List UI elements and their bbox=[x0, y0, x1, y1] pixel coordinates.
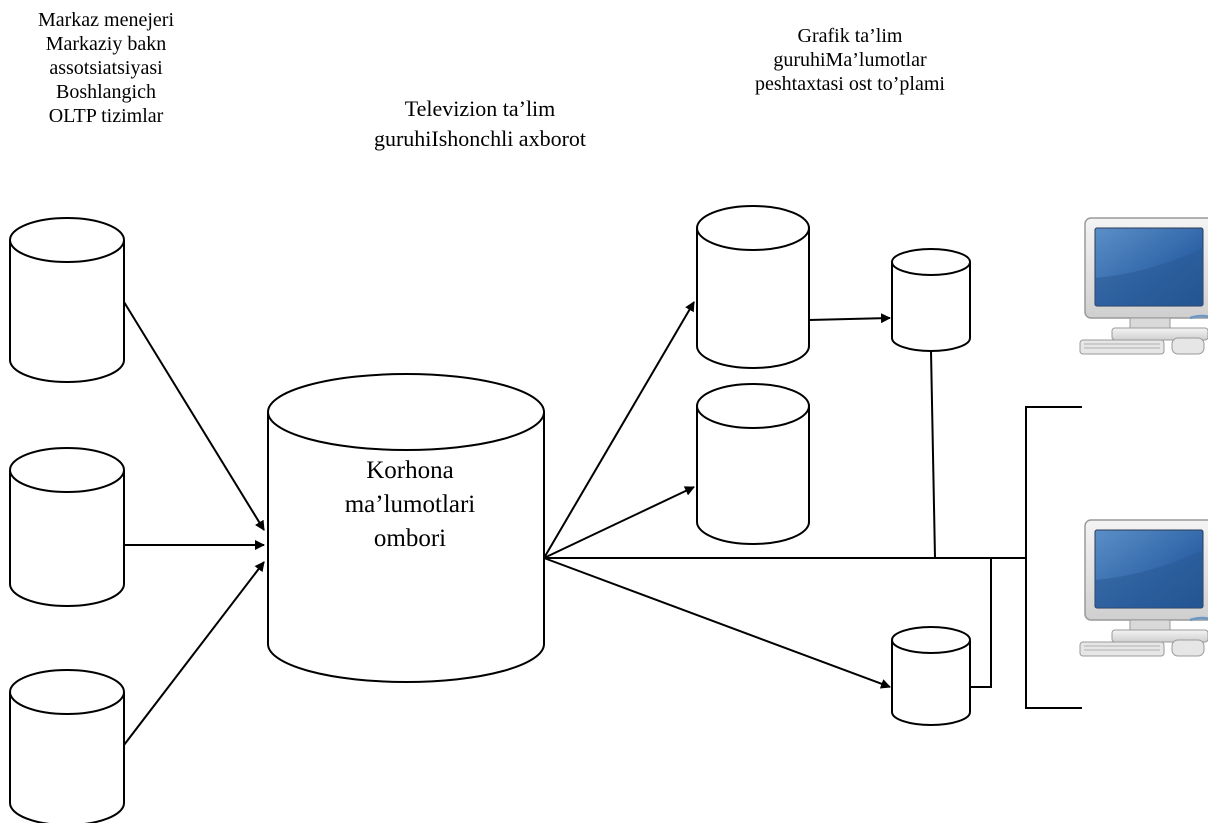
submart-db-bottom bbox=[891, 626, 971, 726]
warehouse-label: Korhona ma’lumotlari ombori bbox=[300, 454, 520, 556]
caption-line: Boshlangich bbox=[56, 81, 156, 103]
computer-icon bbox=[1079, 519, 1208, 657]
caption-line: guruhiMa’lumotlar bbox=[773, 49, 927, 71]
warehouse-label-line: ma’lumotlari bbox=[344, 491, 476, 518]
enterprise-data-warehouse bbox=[267, 373, 545, 683]
arrow-warehouse-submart-bottom bbox=[543, 557, 891, 689]
computer-icon bbox=[1079, 217, 1208, 355]
arrow-source3-warehouse bbox=[123, 561, 265, 746]
tv-group-caption: Televizion ta’lim guruhiIshonchli axboro… bbox=[320, 94, 640, 154]
submart-top-connector bbox=[930, 350, 936, 559]
caption-line: peshtaxtasi ost to’plami bbox=[755, 73, 945, 95]
source-db-3 bbox=[9, 669, 125, 823]
arrow-source1-warehouse bbox=[123, 301, 265, 531]
caption-line: guruhiIshonchli axborot bbox=[373, 126, 587, 151]
arrow-warehouse-mart-top bbox=[543, 301, 695, 559]
source-db-2 bbox=[9, 447, 125, 607]
caption-line: assotsiatsiyasi bbox=[49, 57, 163, 79]
caption-line: Grafik ta’lim bbox=[797, 25, 903, 47]
graphic-group-caption: Grafik ta’lim guruhiMa’lumotlar peshtaxt… bbox=[690, 24, 1010, 96]
submart-bottom-connector bbox=[970, 558, 992, 688]
caption-line: OLTP tizimlar bbox=[48, 105, 164, 127]
arrow-mart-top-submart bbox=[808, 313, 891, 324]
source-db-1 bbox=[9, 217, 125, 383]
caption-line: Televizion ta’lim bbox=[404, 96, 556, 121]
mart-db-top bbox=[696, 205, 810, 369]
workstation-bracket bbox=[1025, 406, 1082, 709]
warehouse-label-line: Korhona bbox=[366, 457, 454, 484]
sources-caption: Markaz menejeri Markaziy bakn assotsiats… bbox=[0, 8, 212, 128]
arrow-warehouse-mart-middle bbox=[543, 486, 695, 559]
submart-db-top bbox=[891, 248, 971, 352]
caption-line: Markaz menejeri bbox=[37, 9, 175, 31]
warehouse-label-line: ombori bbox=[373, 525, 447, 552]
caption-line: Markaziy bakn bbox=[45, 33, 167, 55]
mart-db-middle bbox=[696, 383, 810, 545]
